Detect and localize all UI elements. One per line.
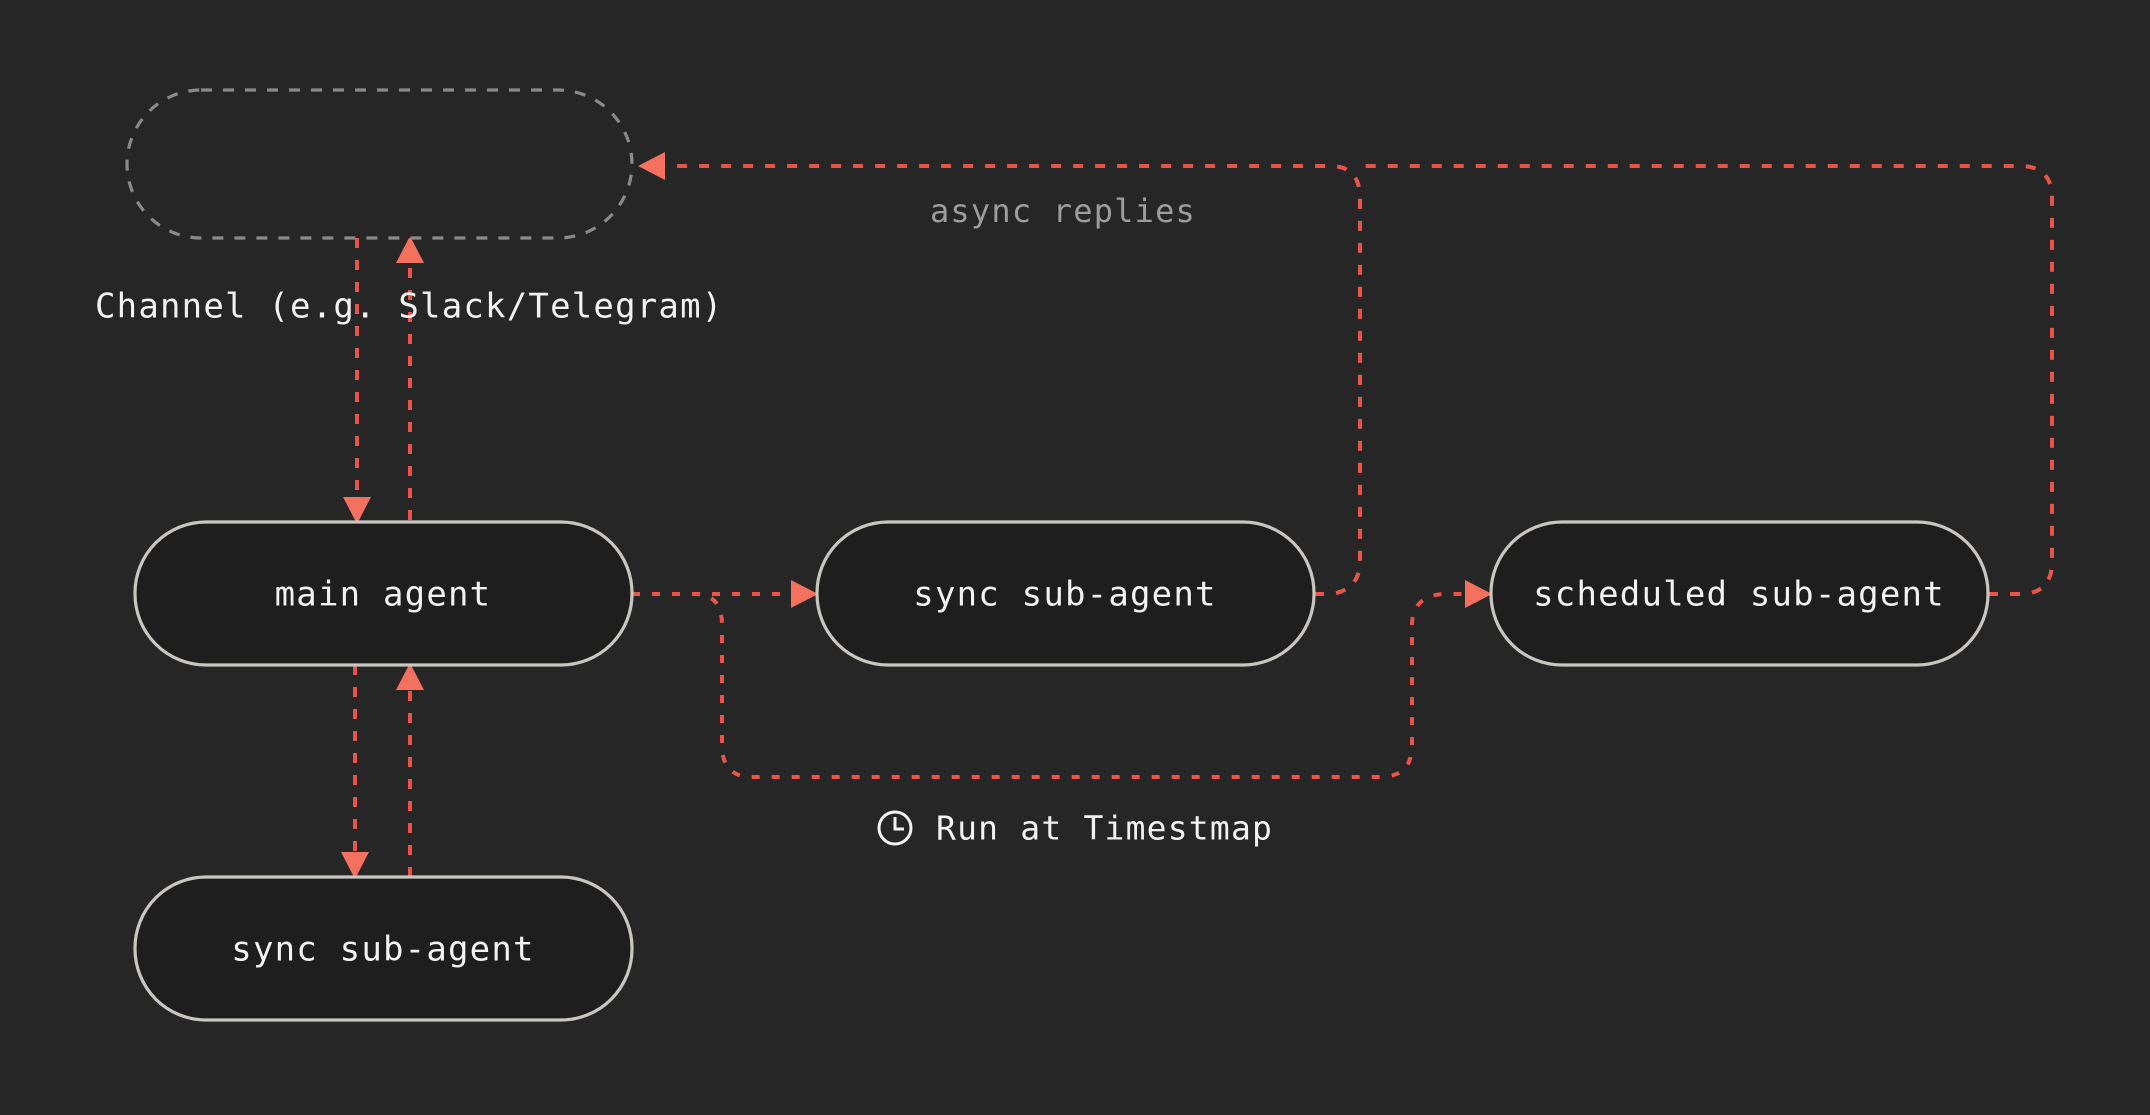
- node-main-agent[interactable]: main agent: [133, 520, 634, 667]
- edge-main-agent-to-scheduled-sub-agent: [632, 580, 1492, 779]
- edge-sync-sub-agent-bottom-to-main-agent: [396, 663, 424, 877]
- node-sync-sub-agent-bottom[interactable]: sync sub-agent: [133, 875, 634, 1022]
- arrowhead-left-to-channel: [638, 152, 665, 180]
- arrowhead-up-to-main-agent: [396, 663, 424, 690]
- run-at-timestamp-label: Run at Timestmap: [936, 809, 1273, 848]
- async-replies-label-backdrop: [920, 190, 1210, 236]
- node-main-agent-label: main agent: [275, 575, 492, 615]
- channel-caption: Channel (e.g. Slack/Telegram): [95, 287, 723, 327]
- node-sync-sub-agent-bottom-label: sync sub-agent: [231, 930, 534, 970]
- arrowhead-down-to-sync-sub-agent-bottom: [341, 852, 369, 879]
- node-sync-sub-agent-top[interactable]: sync sub-agent: [815, 520, 1316, 667]
- arrowhead-down-to-main-agent: [343, 497, 371, 524]
- arrowhead-right-to-sync-sub-agent-top: [791, 580, 818, 608]
- node-sync-sub-agent-top-label: sync sub-agent: [913, 575, 1216, 615]
- node-scheduled-sub-agent-label: scheduled sub-agent: [1533, 575, 1945, 615]
- edge-sync-sub-agent-top-to-channel: [660, 164, 1362, 596]
- arrowhead-right-to-scheduled-sub-agent: [1465, 580, 1492, 608]
- edge-main-agent-to-sync-sub-agent-bottom: [341, 665, 369, 879]
- edge-channel-to-main-agent: [343, 238, 371, 524]
- edge-main-agent-to-channel: [396, 236, 424, 520]
- edge-scheduled-sub-agent-to-channel: [1360, 164, 2054, 596]
- async-replies-label: async replies: [930, 192, 1196, 230]
- node-channel[interactable]: [125, 88, 634, 240]
- node-scheduled-sub-agent[interactable]: scheduled sub-agent: [1489, 520, 1990, 667]
- clock-icon: [877, 810, 913, 846]
- arrowhead-up-to-channel: [396, 236, 424, 263]
